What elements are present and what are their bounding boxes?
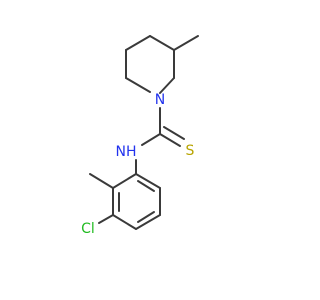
- bond-aryl-methyl: [89, 173, 114, 189]
- bond-n1-c2: [125, 77, 151, 93]
- piperidine-ring: [125, 35, 175, 94]
- atom-label-chlorine: Cl: [81, 221, 95, 237]
- bond-a3-a4: [112, 214, 137, 230]
- atom-label-piperidine-n: N: [155, 92, 165, 108]
- bond-thiocarbonyl-nh: [141, 133, 161, 146]
- cs-bond-line-1: [159, 133, 181, 147]
- bond-a6-a1: [135, 173, 161, 189]
- bond-a1-a2: [112, 173, 137, 189]
- aromatic-inner-2: [137, 211, 155, 223]
- bond-aryl-cl: [98, 214, 114, 224]
- bond-c3-c4: [125, 35, 151, 51]
- atom-label-sulfur: S: [186, 143, 195, 159]
- thiocarbonyl-double-bond: [159, 126, 185, 147]
- cs-bond-line-2: [163, 126, 185, 140]
- atom-label-amide-nh: NH: [116, 144, 137, 160]
- benzene-ring: [112, 173, 161, 230]
- bond-c4-c5: [149, 35, 175, 51]
- bond-ring-methyl: [173, 35, 199, 51]
- bond-c6-n1: [159, 77, 175, 94]
- bond-a4-a5: [135, 214, 161, 230]
- aromatic-inner-3: [137, 180, 155, 192]
- molecule-structure-diagram: N S NH Cl: [81, 35, 199, 237]
